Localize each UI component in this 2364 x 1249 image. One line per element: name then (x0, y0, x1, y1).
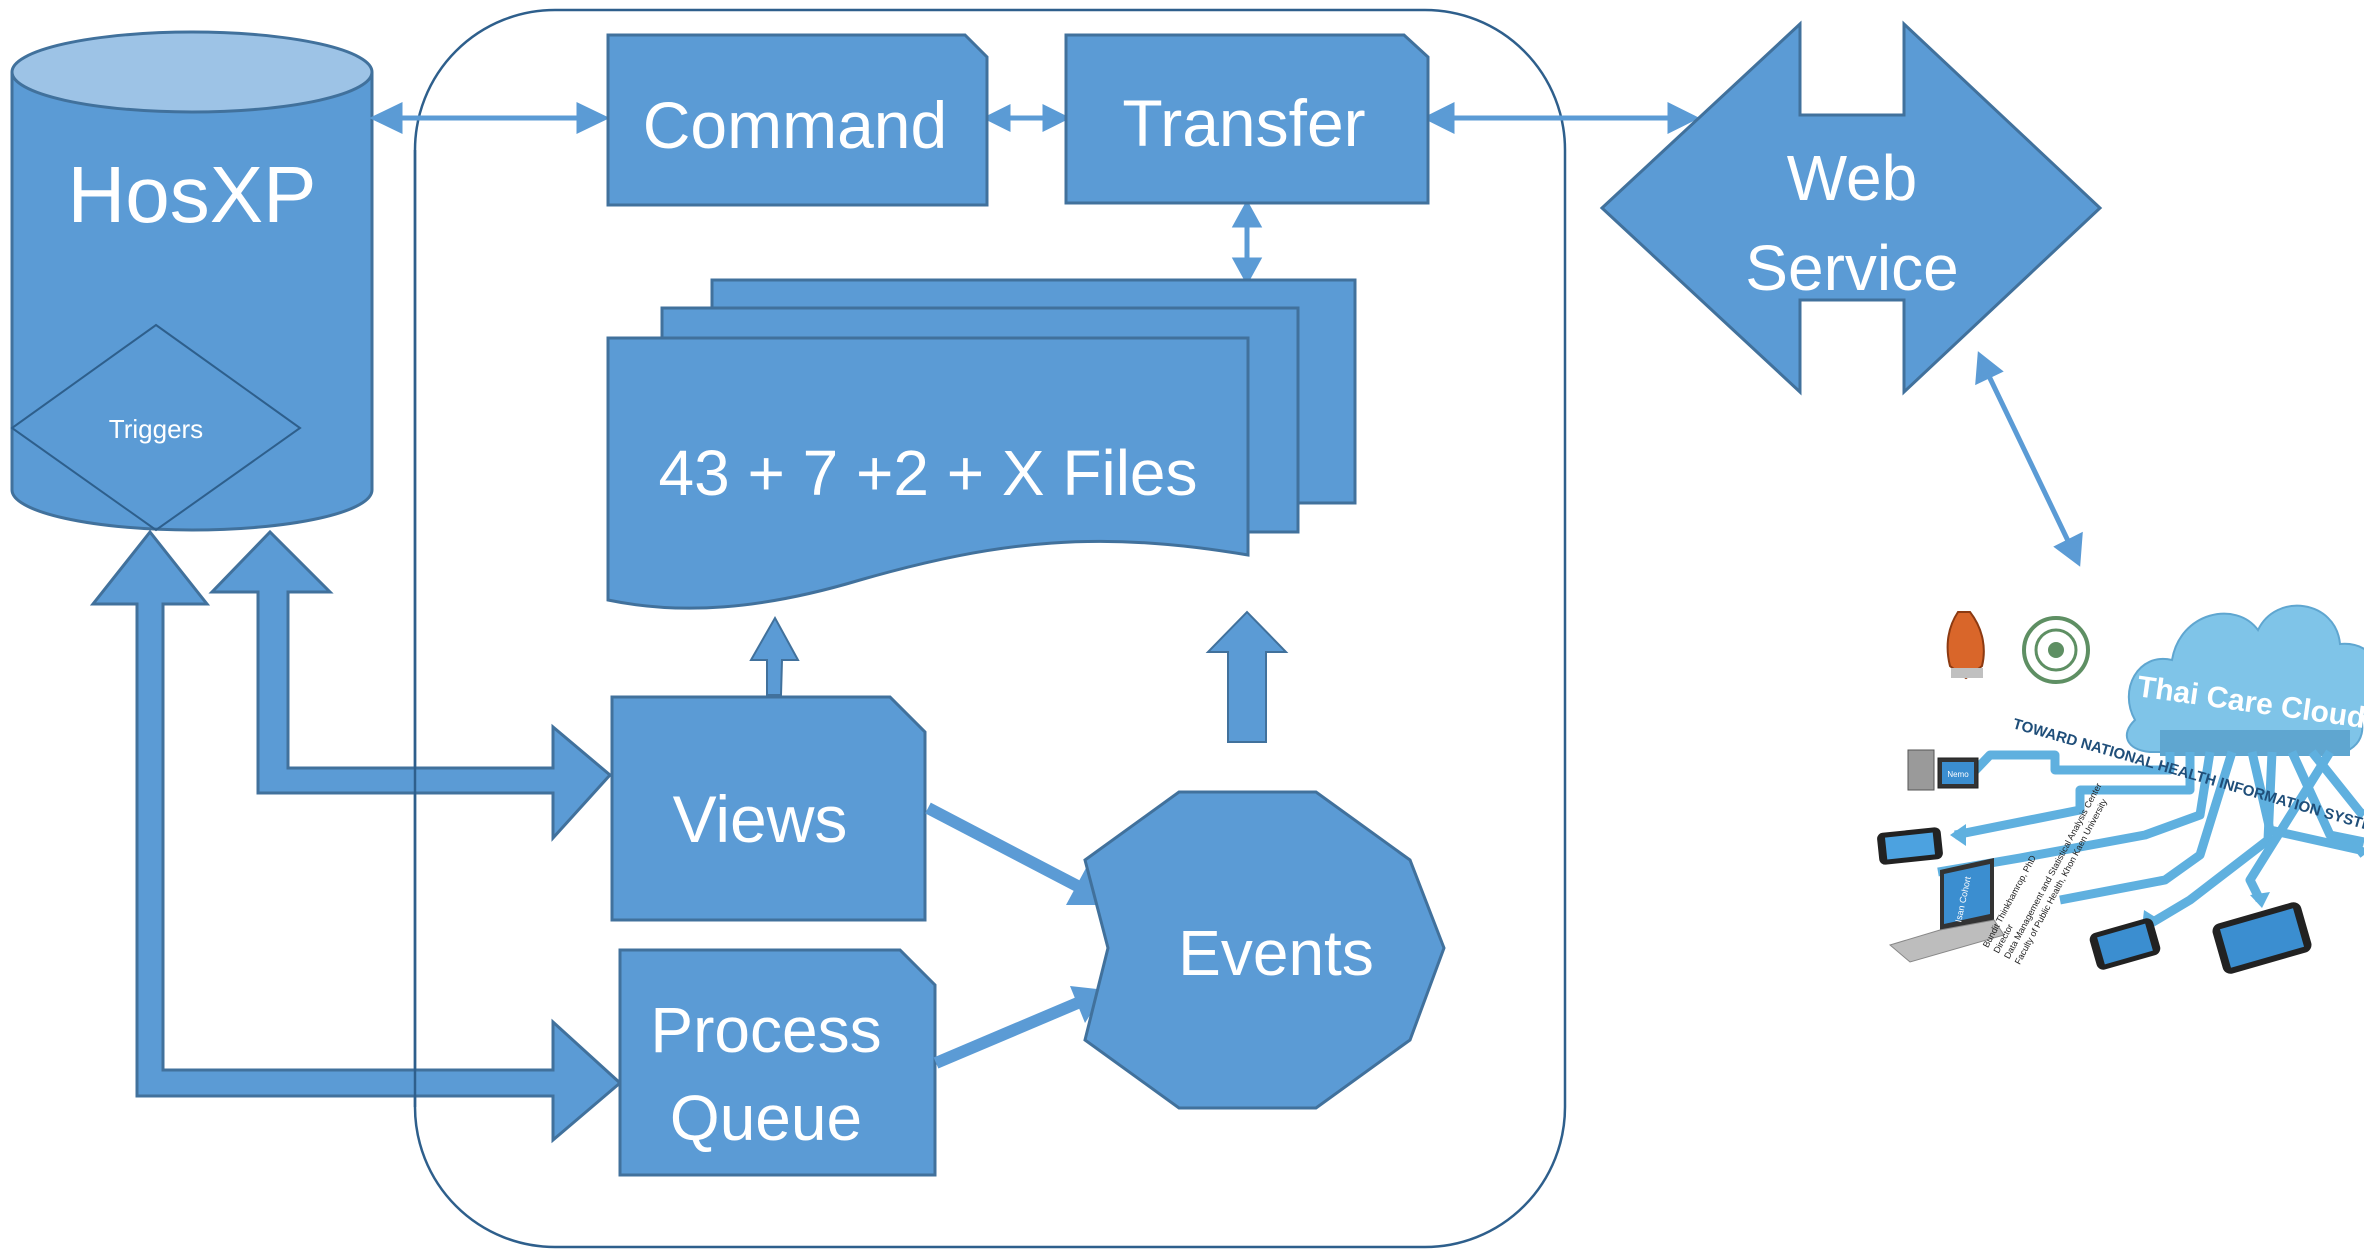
connector-arrows (369, 101, 2083, 567)
database-top (10, 30, 374, 114)
thai-care-cloud-illustration: Thai Care Cloud TOWARD NATIONAL HEALTH I… (1877, 604, 2364, 974)
arrowhead-right-icon (1042, 103, 1071, 133)
transfer-label: Transfer (1122, 86, 1365, 160)
arrow-views-events (925, 802, 1088, 896)
hosxp-database: HosXP Triggers (10, 30, 374, 532)
triggers-label: Triggers (109, 414, 203, 444)
arrowhead-up-icon (1231, 199, 1263, 228)
web-service-label-line2: Service (1745, 232, 1958, 304)
database-label: HosXP (68, 150, 317, 239)
arrow-webservice-cloud (1984, 370, 2073, 547)
smartphone-icon (2089, 918, 2161, 970)
arrowhead-right-icon (576, 102, 610, 134)
laptop-icon: Isan Cohort (1888, 858, 2005, 963)
arrow-queue-events (933, 996, 1083, 1069)
arrowhead-left-icon (369, 102, 403, 134)
triggers-views-arrow (208, 529, 613, 842)
events-label: Events (1178, 917, 1374, 989)
cloud-icon: Thai Care Cloud (2125, 604, 2364, 756)
triggers-queue-arrow (89, 529, 623, 1144)
events-to-files-arrow (1205, 610, 1289, 743)
process-queue-label-line1: Process (650, 994, 881, 1066)
web-service-label-line1: Web (1787, 142, 1917, 214)
arrowhead-down-icon (2250, 892, 2270, 908)
files-label: 43 + 7 +2 + X Files (659, 437, 1198, 509)
views-to-files-arrow (749, 615, 800, 696)
credit-line: Data Management and Statistical Analysis… (2002, 781, 2104, 960)
process-queue-label-line2: Queue (670, 1082, 862, 1154)
files-stack: 43 + 7 +2 + X Files (606, 278, 1357, 610)
cloud-streams (1937, 749, 2364, 929)
command-box: Command (606, 33, 989, 207)
command-label: Command (643, 88, 947, 162)
transfer-box: Transfer (1064, 33, 1430, 205)
arrows-into-events (925, 802, 1110, 1069)
desktop-computer-icon: Nemo (1907, 749, 1979, 791)
web-service-shape: Web Service (1599, 20, 2103, 396)
arrowhead-up-icon (1975, 351, 2004, 386)
arrowhead-right-icon (1667, 101, 1700, 135)
arrowhead-left-icon (1422, 101, 1455, 135)
phone-icon (1877, 827, 1943, 865)
tablet-icon (2212, 902, 2312, 974)
arrowhead-down-icon (2053, 531, 2083, 567)
kku-logo (1946, 611, 1985, 680)
arrowhead-down-icon (1231, 257, 1263, 286)
views-box: Views (610, 695, 927, 922)
process-queue-box: Process Queue (618, 948, 937, 1177)
triggers-diamond (10, 323, 302, 532)
views-label: Views (673, 782, 848, 856)
arrowhead-left-icon (982, 103, 1011, 133)
arrowhead-left-icon (1950, 824, 1966, 846)
events-shape: Events (1083, 790, 1446, 1110)
desktop-screen-label: Nemo (1947, 770, 1969, 779)
ministry-seal (2022, 616, 2090, 684)
